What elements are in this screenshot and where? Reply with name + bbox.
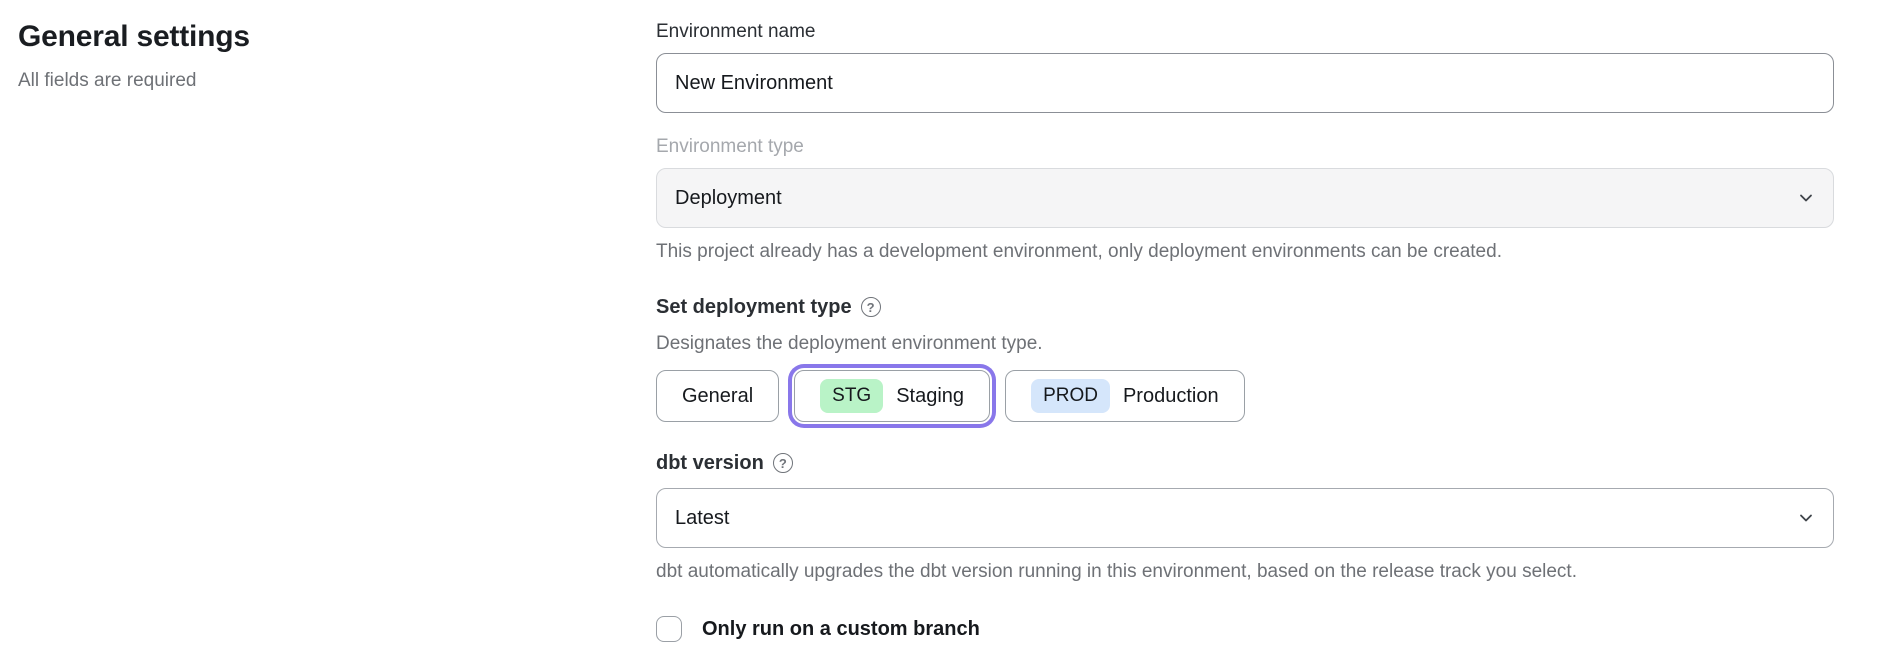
- settings-intro: General settings All fields are required: [0, 0, 656, 642]
- deployment-type-production-button[interactable]: PROD Production: [1005, 370, 1245, 422]
- environment-name-label: Environment name: [656, 21, 816, 42]
- help-icon[interactable]: ?: [772, 453, 793, 473]
- dbt-version-select[interactable]: Latest: [656, 488, 1834, 548]
- custom-branch-row: Only run on a custom branch: [656, 616, 1834, 642]
- deployment-type-helper: Designates the deployment environment ty…: [656, 333, 1043, 354]
- chevron-down-icon: [1797, 509, 1815, 527]
- settings-form: Environment name Environment type Deploy…: [656, 0, 1834, 642]
- environment-type-label: Environment type: [656, 136, 804, 157]
- environment-type-helper: This project already has a development e…: [656, 241, 1502, 262]
- deployment-type-staging-label: Staging: [896, 384, 965, 407]
- deployment-type-label: Set deployment type: [656, 296, 852, 318]
- deployment-type-section: Set deployment type ?: [656, 294, 1834, 320]
- dbt-version-helper: dbt automatically upgrades the dbt versi…: [656, 561, 1577, 582]
- page-subtitle: All fields are required: [18, 70, 197, 91]
- production-badge: PROD: [1031, 379, 1110, 413]
- dbt-version-value: Latest: [675, 506, 730, 529]
- custom-branch-checkbox[interactable]: [656, 616, 682, 642]
- custom-branch-label[interactable]: Only run on a custom branch: [702, 617, 980, 640]
- deployment-type-options: General STG Staging PROD Production: [656, 370, 1834, 422]
- page-title: General settings: [18, 20, 250, 53]
- environment-name-input[interactable]: [656, 53, 1834, 113]
- environment-type-select: Deployment: [656, 168, 1834, 228]
- environment-type-value: Deployment: [675, 186, 782, 209]
- deployment-type-staging-button[interactable]: STG Staging: [794, 370, 991, 422]
- staging-badge: STG: [820, 379, 884, 413]
- dbt-version-section: dbt version ?: [656, 450, 1834, 476]
- deployment-type-general-button[interactable]: General: [656, 370, 780, 422]
- general-settings-page: General settings All fields are required…: [0, 0, 1834, 642]
- dbt-version-label: dbt version: [656, 452, 764, 474]
- help-icon[interactable]: ?: [860, 297, 881, 317]
- deployment-type-general-label: General: [682, 384, 754, 407]
- deployment-type-production-label: Production: [1122, 384, 1219, 407]
- chevron-down-icon: [1797, 189, 1815, 207]
